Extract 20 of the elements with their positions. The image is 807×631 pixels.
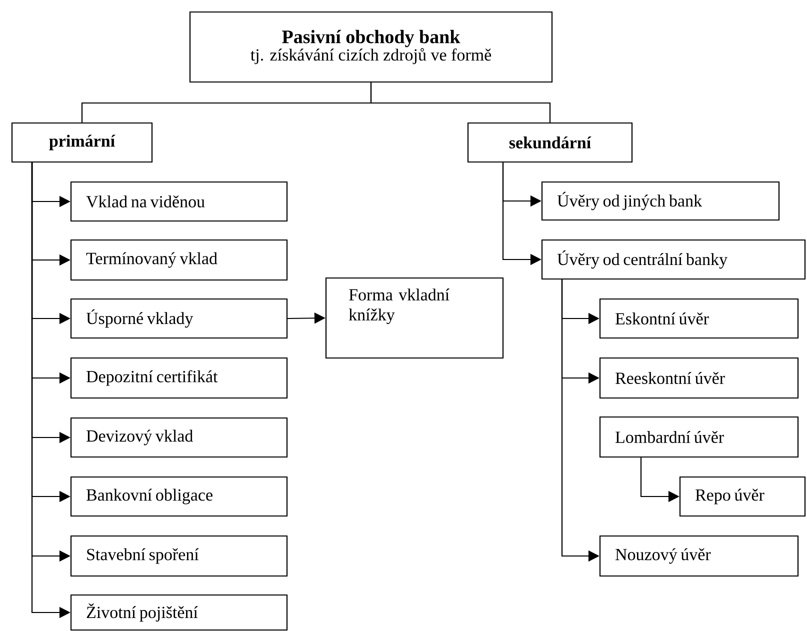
item-box: Vklad na viděnou: [70, 181, 288, 222]
connector-line: [370, 82, 551, 122]
category-box: sekundární: [467, 122, 633, 163]
item-box: Životní pojištění: [70, 594, 288, 631]
note-box: Forma vkladní knížky: [325, 277, 504, 359]
category-box: primární: [11, 122, 153, 163]
item-box: Úvěry od jiných bank: [541, 181, 780, 221]
item-box: Úsporné vklady: [70, 298, 288, 339]
item-box: Reeskontní úvěr: [599, 357, 799, 399]
item-box: Devizový vklad: [70, 417, 288, 458]
item-box: Termínovaný vklad: [70, 239, 288, 281]
item-box: Depozitní certifikát: [70, 357, 288, 399]
item-box: Úvěry od centrální banky: [541, 239, 806, 280]
title-box: Pasivní obchody bank tj. získávání cizích zdrojů ve formě: [189, 11, 553, 83]
item-box: Nouzový úvěr: [599, 535, 799, 577]
item-box: Repo úvěr: [679, 476, 806, 517]
item-box: Bankovní obligace: [70, 476, 288, 517]
item-box: Stavební spoření: [70, 535, 288, 577]
item-box: Lombardní úvěr: [599, 416, 799, 458]
item-box: Eskontní úvěr: [599, 298, 799, 339]
